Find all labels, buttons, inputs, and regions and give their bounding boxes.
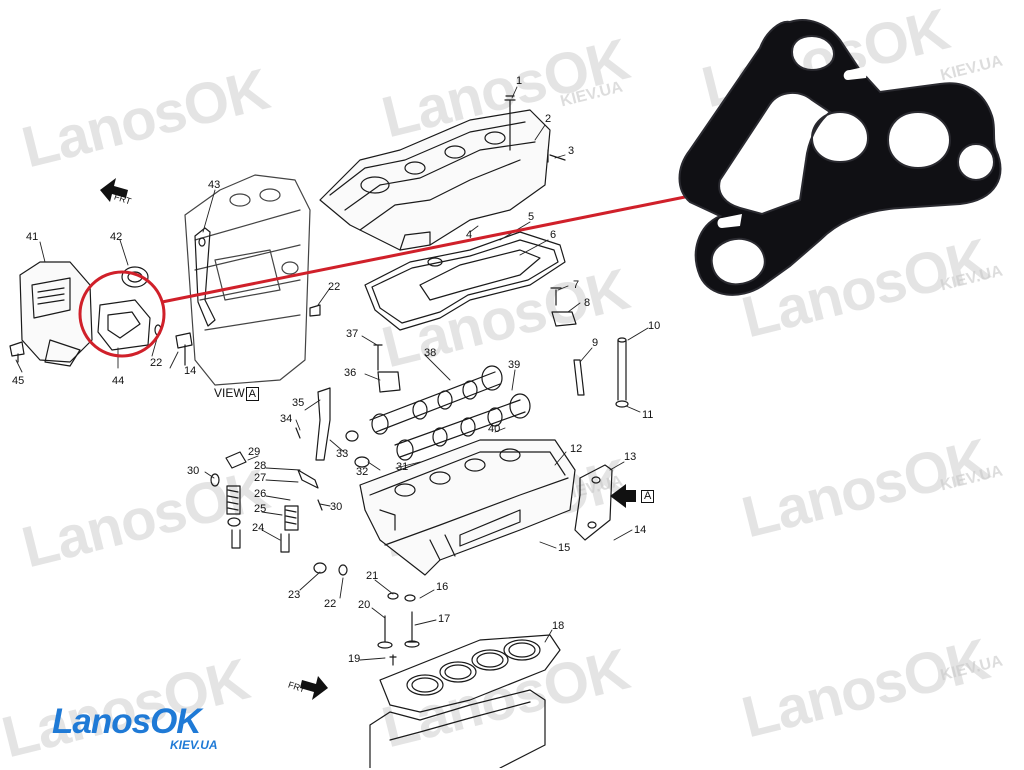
highlight-circle [78,270,166,358]
part-label: 34 [280,413,293,425]
part-label: 32 [356,466,369,478]
part-label: 28 [254,460,267,472]
part-label: 25 [254,503,267,515]
part-label: 22 [150,357,163,369]
part-label: 7 [573,279,580,291]
part-label: 15 [558,542,571,554]
part-label: 2 [545,113,552,125]
part-label: 41 [26,231,39,243]
part-label: 29 [248,446,261,458]
part-label: 22 [328,281,341,293]
cylinder-head [359,439,576,576]
part-label: 21 [366,570,379,582]
part-label: 43 [208,179,221,191]
part-label: 5 [528,211,535,223]
part-label: 13 [624,451,637,463]
brand-logo-sub: KIEV.UA [170,738,218,752]
part-label: 4 [466,229,473,241]
part-label: 9 [592,337,599,349]
part-label: 40 [488,423,501,435]
vacuum-pump [19,261,93,367]
part-label: 35 [292,397,305,409]
part-label: 30 [330,501,343,513]
part-label: 26 [254,488,267,500]
front-arrow-top [100,178,128,202]
part-label: 1 [516,75,523,87]
part-label: 27 [254,472,267,484]
part-label: 33 [336,448,349,460]
part-label: 30 [187,465,200,477]
view-arrow-label: A [640,490,655,503]
part-label: 39 [508,359,521,371]
part-label: 19 [348,653,361,665]
part-label: 22 [324,598,337,610]
view-a-arrow [610,484,636,508]
part-label: 24 [252,522,265,534]
engine-block-rear [184,174,311,386]
part-label: 8 [584,297,591,309]
head-gasket [379,634,561,713]
part-label: 31 [396,461,409,473]
part-label: 42 [110,231,123,243]
valve-cover-gasket [364,231,566,331]
part-label: 20 [358,599,371,611]
part-label: 23 [288,589,301,601]
part-label: 17 [438,613,451,625]
view-label-box: A [245,387,260,401]
part-label: 44 [112,375,125,387]
part-label: 3 [568,145,575,157]
view-label-text: VIEW [214,386,245,400]
part-label: 11 [642,409,654,421]
brand-logo: LanosOK [52,702,202,741]
part-label: 14 [634,524,647,536]
part-label: 14 [184,365,197,377]
part-label: 16 [436,581,449,593]
part-label: 36 [344,367,357,379]
part-label: 45 [12,375,25,387]
camshaft-exhaust [394,393,531,461]
front-arrow-bottom [300,676,328,700]
part-label: 12 [570,443,583,455]
part-label: 38 [424,347,437,359]
part-label: 6 [550,229,557,241]
part-label: 10 [648,320,661,332]
gasket-detail [678,19,1002,296]
brand-logo-main: Lanos [52,702,151,741]
part-label: 18 [552,620,565,632]
valve-cover [319,109,551,251]
camshaft-intake [369,365,503,435]
part-label: 37 [346,328,359,340]
bracket-13 [574,464,613,541]
brand-logo-ok: OK [150,702,201,741]
callout-line [161,194,691,304]
